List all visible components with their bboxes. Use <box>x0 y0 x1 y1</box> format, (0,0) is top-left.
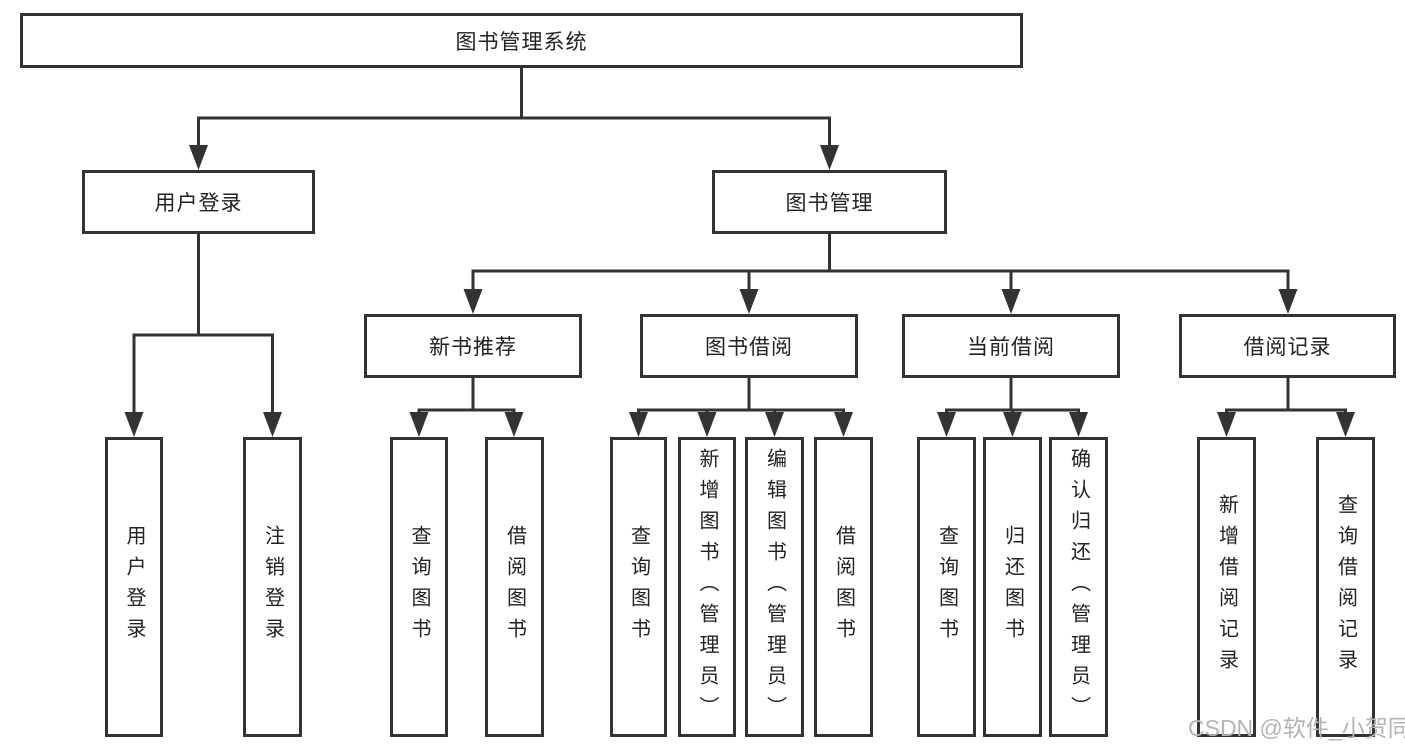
leaf-logout-label: 注销登录 <box>261 525 284 649</box>
leaf-nb-query-books-label: 查询图书 <box>408 525 430 649</box>
leaf-cb-confirm-return-admin: 确认归还（管理员） <box>1049 437 1108 737</box>
leaf-cb-query-books-label: 查询图书 <box>935 525 958 649</box>
leaf-cb-return-books-label: 归还图书 <box>1001 525 1024 649</box>
leaf-cb-query-books: 查询图书 <box>917 437 976 737</box>
leaf-user-login: 用户登录 <box>105 437 163 737</box>
leaf-nb-borrow-books: 借阅图书 <box>485 437 544 737</box>
leaf-cb-confirm-return-admin-label: 确认归还（管理员） <box>1067 447 1090 727</box>
leaf-bb-edit-books-admin: 编辑图书（管理员） <box>745 437 804 737</box>
leaf-bb-query-books-label: 查询图书 <box>627 525 650 649</box>
leaf-cb-return-books: 归还图书 <box>983 437 1042 737</box>
node-current-borrow: 当前借阅 <box>902 314 1120 378</box>
node-book-borrow: 图书借阅 <box>640 314 858 378</box>
node-new-book-recommend: 新书推荐 <box>364 314 582 378</box>
leaf-bb-query-books: 查询图书 <box>610 437 667 737</box>
node-user-login: 用户登录 <box>82 170 315 234</box>
csdn-watermark: CSDN @软件_小贺同学 <box>1188 715 1405 741</box>
leaf-bb-add-books-admin: 新增图书（管理员） <box>678 437 736 737</box>
leaf-bb-add-books-admin-label: 新增图书（管理员） <box>696 447 718 727</box>
leaf-bb-borrow-books: 借阅图书 <box>814 437 873 737</box>
leaf-br-query-record: 查询借阅记录 <box>1316 437 1375 737</box>
leaf-bb-edit-books-admin-label: 编辑图书（管理员） <box>763 447 786 727</box>
arrowheads <box>124 145 1355 437</box>
leaf-br-add-record: 新增借阅记录 <box>1197 437 1256 737</box>
leaf-br-add-record-label: 新增借阅记录 <box>1215 494 1238 680</box>
leaf-nb-query-books: 查询图书 <box>390 437 448 737</box>
leaf-logout: 注销登录 <box>243 437 302 737</box>
leaf-br-query-record-label: 查询借阅记录 <box>1334 494 1357 680</box>
node-borrow-records: 借阅记录 <box>1179 314 1396 378</box>
node-library-management-system: 图书管理系统 <box>20 13 1023 68</box>
node-book-management: 图书管理 <box>712 170 947 234</box>
leaf-bb-borrow-books-label: 借阅图书 <box>832 525 855 649</box>
leaf-user-login-label: 用户登录 <box>123 525 145 649</box>
leaf-nb-borrow-books-label: 借阅图书 <box>503 525 526 649</box>
